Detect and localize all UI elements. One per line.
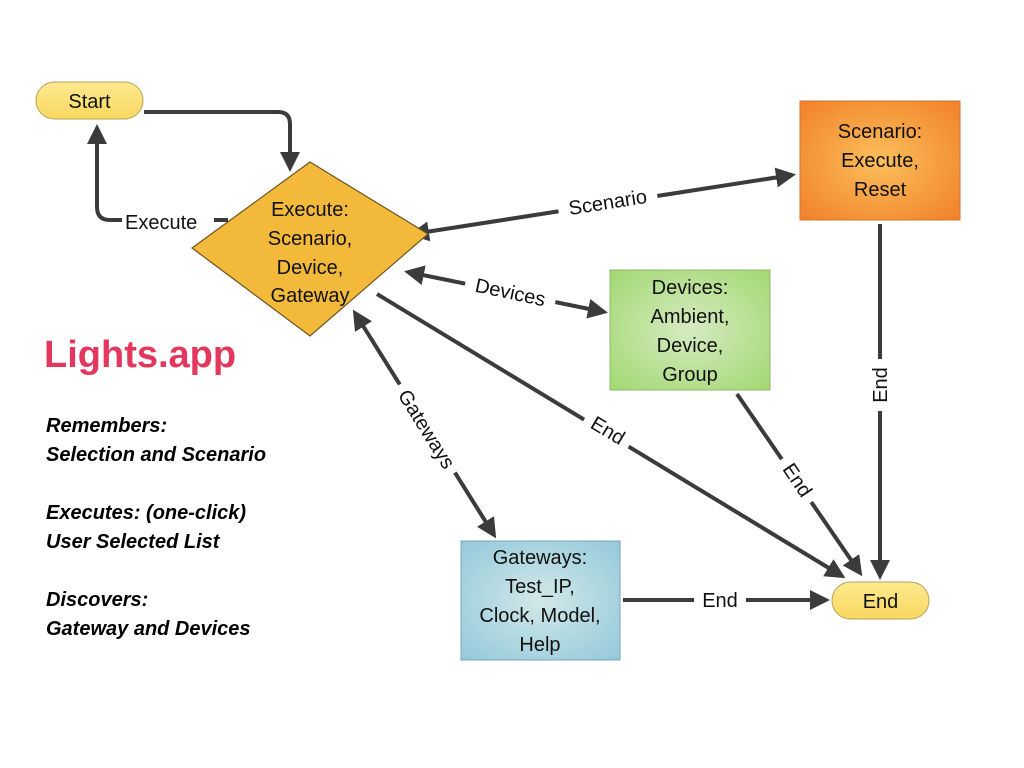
edge-label-gateways-text: Gateways — [393, 386, 459, 473]
end-node[interactable]: End — [831, 581, 930, 620]
execute-node-line-4: Gateway — [271, 285, 350, 307]
edge-label-scenario: Scenario — [556, 180, 659, 222]
execute-node-line-2: Scenario, — [268, 228, 353, 250]
note-detail: User Selected List — [46, 531, 220, 553]
note-heading: Discovers: — [46, 589, 149, 611]
scenario-node-line-2: Execute, — [841, 150, 919, 172]
edge-label-gateways-end: End — [694, 587, 746, 613]
edge-label-scenario-end-text: End — [870, 367, 892, 403]
devices-node-line-3: Device, — [657, 335, 724, 357]
app-title: Lights.app — [44, 334, 237, 376]
note-discovers: Discovers: Gateway and Devices — [46, 586, 251, 644]
note-heading: Executes: (one-click) — [46, 502, 247, 524]
edge-label-execute-text: Execute — [125, 212, 197, 234]
gateways-node[interactable]: Gateways: Test_IP, Clock, Model, Help — [460, 540, 621, 661]
execute-decision-node[interactable]: Execute: Scenario, Device, Gateway — [190, 161, 430, 337]
devices-node-line-2: Ambient, — [651, 306, 730, 328]
edge-label-gateways: Gateways — [388, 377, 467, 480]
note-remembers: Remembers: Selection and Scenario — [46, 412, 266, 470]
gateways-node-line-4: Help — [519, 634, 560, 656]
devices-node[interactable]: Devices: Ambient, Device, Group — [609, 269, 771, 391]
edge-start-to-execute — [144, 110, 300, 172]
edge-label-gateways-end-text: End — [702, 590, 738, 612]
devices-node-line-1: Devices: — [652, 277, 729, 299]
edge-label-scenario-end: End — [866, 359, 892, 411]
edge-label-devices: Devices — [462, 268, 559, 314]
edge-label-scenario-text: Scenario — [567, 186, 648, 220]
gateways-node-line-3: Clock, Model, — [479, 605, 600, 627]
note-heading: Remembers: — [46, 415, 168, 437]
scenario-node-line-1: Scenario: — [838, 121, 923, 143]
gateways-node-line-2: Test_IP, — [505, 576, 575, 598]
scenario-node-line-3: Reset — [854, 179, 907, 201]
end-node-label: End — [863, 591, 899, 613]
execute-node-line-3: Device, — [277, 257, 344, 279]
edge-label-execute: Execute — [122, 208, 214, 234]
start-node[interactable]: Start — [35, 81, 144, 120]
note-detail: Gateway and Devices — [46, 618, 251, 640]
execute-node-line-1: Execute: — [271, 199, 349, 221]
devices-node-line-4: Group — [662, 364, 718, 386]
note-executes: Executes: (one-click) User Selected List — [46, 499, 246, 557]
edge-execute-to-start — [87, 124, 228, 222]
start-node-label: Start — [68, 91, 111, 113]
note-detail: Selection and Scenario — [46, 444, 267, 466]
gateways-node-line-1: Gateways: — [493, 547, 587, 569]
scenario-node[interactable]: Scenario: Execute, Reset — [799, 100, 961, 221]
